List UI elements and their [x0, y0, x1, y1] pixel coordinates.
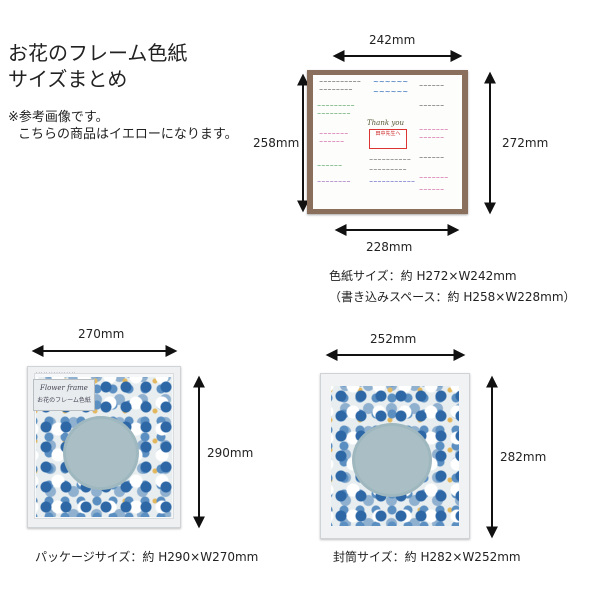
envelope-image: [320, 373, 470, 539]
title-line-2: サイズまとめ: [8, 67, 128, 91]
write-width-label: 228mm: [366, 240, 413, 254]
reference-note: ※参考画像です。 こちらの商品はイエローになります。: [8, 109, 238, 143]
envelope-floral-pattern: [331, 386, 459, 526]
writing-space-caption: （書き込みスペース：約 H258×W228mm）: [329, 290, 576, 304]
package-height-label: 290mm: [207, 446, 254, 460]
package-image: · · · · · · · · · · · · · · · · Flower f…: [27, 366, 181, 528]
envelope-height-label: 282mm: [500, 450, 547, 464]
envelope-width-label: 252mm: [370, 332, 417, 346]
shikishi-width-label: 242mm: [369, 33, 416, 47]
shikishi-paper: ~~~~~~~~~~ ~~~~~~~~ ~~~~~~~~~ ~~~~~~~~ ~…: [313, 75, 462, 209]
write-height-label: 258mm: [253, 136, 300, 150]
envelope-center-oval: [355, 426, 429, 494]
package-size-caption: パッケージサイズ：約 H290×W270mm: [35, 550, 259, 564]
shikishi-board-image: ~~~~~~~~~~ ~~~~~~~~ ~~~~~~~~~ ~~~~~~~~ ~…: [307, 70, 468, 214]
package-center-oval: [66, 419, 136, 487]
page-title: お花のフレーム色紙 サイズまとめ: [8, 40, 187, 92]
package-top-band: · · · · · · · · · · · · · · · ·: [36, 370, 76, 375]
package-label-title: Flower frame: [40, 384, 88, 392]
package-width-label: 270mm: [78, 327, 125, 341]
shikishi-size-caption: 色紙サイズ：約 H272×W242mm: [329, 269, 517, 283]
note-line-2: こちらの商品はイエローになります。: [18, 127, 238, 142]
package-label: Flower frame お花のフレーム色紙: [33, 379, 95, 411]
envelope-size-caption: 封筒サイズ：約 H282×W252mm: [333, 550, 521, 564]
title-line-1: お花のフレーム色紙: [8, 41, 188, 65]
package-label-subtitle: お花のフレーム色紙: [37, 397, 91, 404]
thank-you-text: Thank you: [367, 119, 405, 127]
center-message-text: 田中先生へ: [375, 131, 401, 137]
center-message-box: 田中先生へ: [369, 129, 407, 149]
shikishi-height-label: 272mm: [502, 136, 549, 150]
note-line-1: ※参考画像です。: [8, 110, 109, 125]
